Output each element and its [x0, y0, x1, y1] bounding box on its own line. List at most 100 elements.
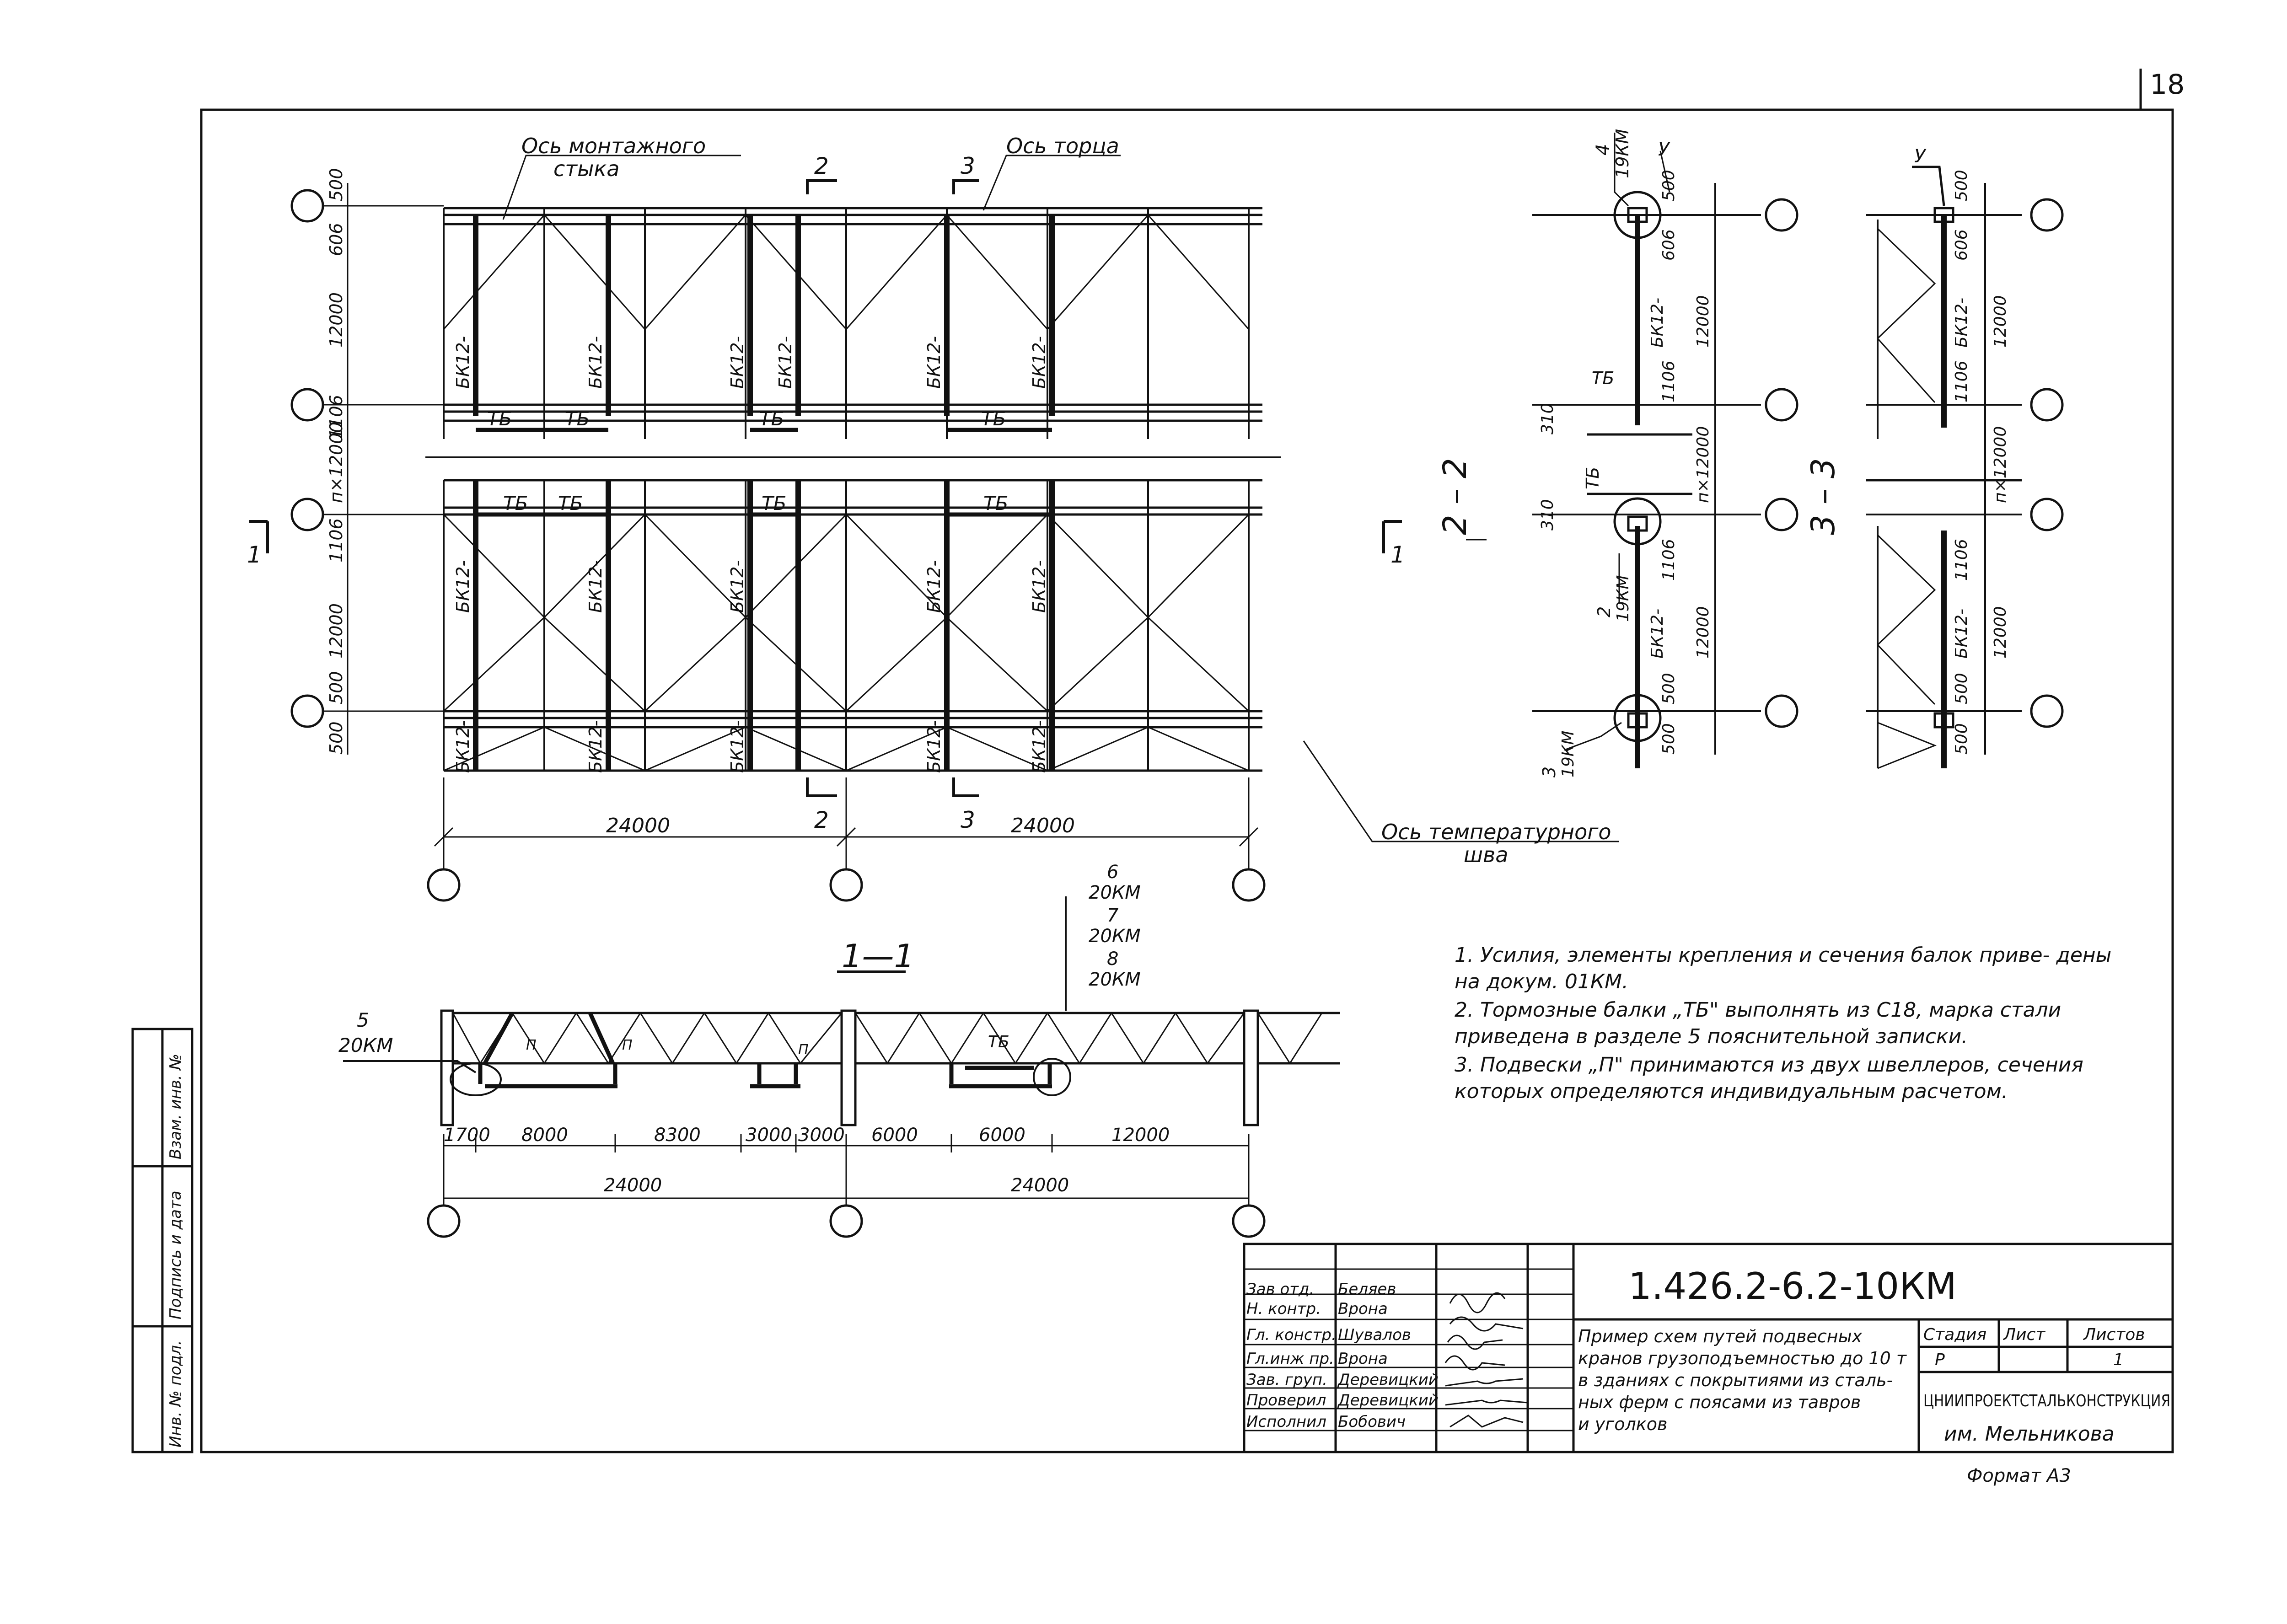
role: Зав отд. — [1246, 1280, 1314, 1298]
name: Врона — [1338, 1300, 1388, 1318]
hanger-label: П — [798, 1042, 809, 1058]
dim-12000: 12000 — [326, 603, 346, 659]
axis-bubble — [290, 498, 324, 531]
span-24000: 24000 — [604, 1175, 662, 1196]
drawing-frame — [200, 108, 2174, 1453]
desc-line: в зданиях с покрытиями из сталь- — [1578, 1370, 1893, 1390]
dim-n12000: п×12000 — [1694, 426, 1713, 503]
ref-2: 2 — [1594, 606, 1614, 617]
dim-1106: 1106 — [1952, 539, 1971, 581]
note-1: 1. Усилия, элементы крепления и сечения … — [1455, 943, 2112, 993]
org-name-2: им. Мельникова — [1944, 1422, 2115, 1446]
brake-beam-label: ТБ — [762, 492, 786, 515]
dim-1106: 1106 — [1952, 360, 1971, 402]
cut-2-top: 2 — [814, 153, 829, 179]
note-2: 2. Тормозные балки „ТБ" выполнять из С18… — [1455, 998, 2062, 1048]
beam-label: БК12- — [727, 336, 747, 389]
beam-label: БК12- — [585, 336, 606, 389]
mount-axis-label-2: стыка — [553, 156, 619, 181]
dim-500: 500 — [1952, 673, 1971, 704]
ref-19km: 19КМ — [1559, 731, 1578, 777]
u-label: У — [1914, 146, 1927, 167]
cut-1-left: 1 — [247, 541, 262, 568]
dim-606: 606 — [326, 223, 346, 256]
note-3: 3. Подвески „П" принимаются из двух швел… — [1455, 1053, 2083, 1103]
name: Деревицкий — [1337, 1371, 1439, 1389]
span-6000: 6000 — [979, 1125, 1025, 1146]
mount-axis-label: Ось монтажного — [521, 134, 706, 158]
dim-500: 500 — [1659, 170, 1678, 201]
beam-label: БК12- — [1648, 298, 1667, 348]
beam-label: БК12- — [775, 336, 795, 389]
beam-label: БК12- — [585, 560, 606, 613]
role: Гл.инж пр. — [1246, 1350, 1334, 1368]
side-stamp-replace: Взам. инв. № — [166, 1054, 185, 1159]
dim-1106: 1106 — [1659, 539, 1678, 581]
format-label: Формат А3 — [1967, 1465, 2071, 1486]
brake-beam-label: ТБ — [983, 492, 1008, 515]
dim-12000: 12000 — [326, 292, 346, 348]
role: Гл. констр. — [1246, 1326, 1337, 1344]
dim-606: 606 — [1952, 229, 1971, 261]
dim-n12000: п×12000 — [1991, 426, 2010, 503]
temp-axis-label-2: шва — [1464, 842, 1508, 867]
dim-500: 500 — [1659, 723, 1678, 755]
beam-label: БК12- — [1952, 298, 1971, 348]
dim-500: 500 — [1952, 723, 1971, 755]
beam-label: БК12- — [1029, 336, 1049, 389]
ref-19km: 19КМ — [1612, 129, 1632, 178]
span-24000: 24000 — [1011, 1175, 1069, 1196]
dim-1106: 1106 — [1659, 360, 1678, 402]
hanger-label: П — [622, 1037, 633, 1053]
dim-24000: 24000 — [1011, 814, 1075, 837]
beam-label: БК12- — [1029, 560, 1049, 613]
ref-20km: 20КМ — [1089, 969, 1141, 990]
ref-20km: 20КМ — [1089, 882, 1141, 903]
cut-2-bottom: 2 — [814, 807, 829, 833]
axis-bubble — [290, 189, 324, 223]
beam-label: БК12- — [727, 560, 747, 613]
doc-code: 1.426.2-6.2-10КМ — [1628, 1265, 1957, 1308]
role: Зав. груп. — [1246, 1371, 1327, 1389]
span-3000: 3000 — [798, 1125, 845, 1146]
cut-1-right: 1 — [1390, 541, 1405, 568]
span-1700: 1700 — [444, 1125, 490, 1146]
ref-4: 4 — [1593, 144, 1614, 155]
beam-label: БК12- — [585, 720, 606, 773]
beam-label: БК12- — [453, 560, 473, 613]
beam-label: БК12- — [453, 720, 473, 773]
section-3-3-title: 3 – 3 — [1804, 458, 1842, 535]
sheet-label: Лист — [2002, 1325, 2045, 1344]
dim-500: 500 — [1952, 170, 1971, 201]
role: Н. контр. — [1246, 1300, 1321, 1318]
role: Исполнил — [1246, 1413, 1326, 1431]
name: Деревицкий — [1337, 1391, 1439, 1410]
dim-12000: 12000 — [1991, 295, 2010, 348]
axis-bubble — [427, 868, 461, 902]
u-label: У — [1658, 139, 1670, 160]
dim-24000: 24000 — [606, 814, 670, 837]
hanger-label: П — [526, 1037, 537, 1053]
role: Проверил — [1246, 1391, 1326, 1410]
brake-beam-label: ТБ — [981, 407, 1006, 430]
name: Врона — [1338, 1350, 1388, 1368]
brake-beam-label: ТБ — [1583, 467, 1603, 489]
side-stamp-inventory: Инв. № подл. — [166, 1340, 185, 1447]
span-12000: 12000 — [1111, 1125, 1170, 1146]
ref-7: 7 — [1107, 905, 1119, 926]
name: Беляев — [1338, 1280, 1396, 1298]
general-notes: 1. Усилия, элементы крепления и сечения … — [1455, 942, 2131, 1107]
dim-500: 500 — [326, 671, 346, 704]
section-2-2 — [1466, 133, 1798, 768]
dim-n12000: п×12000 — [326, 422, 346, 503]
dim-12000: 12000 — [1694, 295, 1713, 348]
ref-20km: 20КМ — [1089, 926, 1141, 947]
span-6000: 6000 — [871, 1125, 918, 1146]
beam-label: БК12- — [1029, 720, 1049, 773]
desc-line: Пример схем путей подвесных — [1578, 1326, 1863, 1346]
stage-value: Р — [1935, 1351, 1945, 1369]
name: Бобович — [1338, 1413, 1406, 1431]
section-2-2-title: 2 – 2 — [1436, 458, 1474, 535]
dim-310: 310 — [1538, 403, 1557, 434]
